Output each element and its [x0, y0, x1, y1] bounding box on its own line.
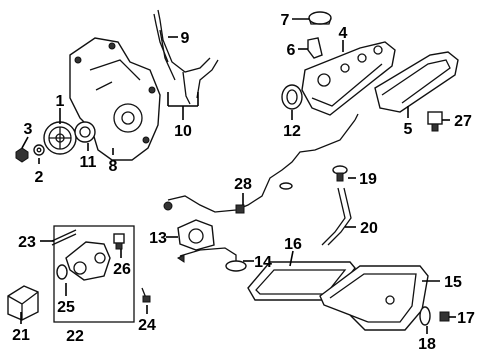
callout-2: 2 — [35, 169, 44, 186]
callout-3: 3 — [24, 121, 33, 138]
oil-pump-icon — [177, 219, 215, 251]
seal-ring-icon — [281, 84, 303, 110]
dipstick-tube-lower-icon — [321, 187, 352, 246]
callout-21: 21 — [12, 327, 30, 344]
valve-cover-gasket-icon — [374, 51, 459, 113]
callout-23: 23 — [18, 234, 36, 251]
front-seal-icon — [74, 121, 96, 143]
crank-pulley-icon — [43, 121, 77, 155]
drain-washer-icon — [419, 306, 431, 326]
leader-lines — [20, 18, 456, 334]
oil-filter-icon — [7, 285, 39, 321]
callout-12: 12 — [283, 123, 301, 140]
callout-18: 18 — [418, 336, 436, 353]
oil-pan-icon — [319, 265, 429, 331]
callout-1: 1 — [56, 93, 65, 110]
callout-10: 10 — [174, 123, 192, 140]
oil-pickup-icon — [177, 247, 247, 272]
callout-9: 9 — [181, 30, 190, 47]
crank-bolt-icon — [15, 147, 29, 163]
washer-icon — [33, 144, 45, 156]
oil-filler-tube-icon — [307, 37, 323, 59]
callout-6: 6 — [287, 42, 296, 59]
oil-cap-icon — [308, 11, 332, 25]
callout-24: 24 — [138, 317, 156, 334]
callout-17: 17 — [457, 310, 475, 327]
wiring-harness-icon — [163, 113, 359, 214]
cooler-line-icon — [51, 229, 77, 246]
callout-20: 20 — [360, 220, 378, 237]
oil-level-sensor-icon — [332, 165, 348, 182]
oil-filter-adapter-icon — [65, 241, 111, 281]
callout-27: 27 — [454, 113, 472, 130]
callout-28: 28 — [234, 176, 252, 193]
callout-13: 13 — [149, 230, 167, 247]
bolt-icon — [141, 287, 151, 303]
callout-5: 5 — [404, 121, 413, 138]
callout-19: 19 — [359, 171, 377, 188]
adapter-seal-icon — [56, 264, 68, 280]
callout-16: 16 — [284, 236, 302, 253]
callout-22: 22 — [66, 328, 84, 345]
oil-pressure-sender-icon — [113, 233, 125, 250]
pcv-valve-icon — [427, 111, 443, 132]
drain-plug-icon — [439, 311, 450, 322]
callout-4: 4 — [339, 25, 348, 42]
callout-labels: 1 2 3 4 5 6 7 8 9 10 11 12 13 14 15 16 1… — [12, 12, 475, 353]
dipstick-tubes-icon — [153, 9, 219, 105]
callout-15: 15 — [444, 274, 462, 291]
callout-25: 25 — [57, 299, 75, 316]
callout-8: 8 — [109, 158, 118, 175]
callout-11: 11 — [80, 154, 97, 171]
callout-26: 26 — [113, 261, 131, 278]
valve-cover-icon — [301, 41, 396, 116]
filter-adapter-group — [53, 225, 135, 323]
callout-14: 14 — [254, 254, 272, 271]
callout-7: 7 — [281, 12, 290, 29]
